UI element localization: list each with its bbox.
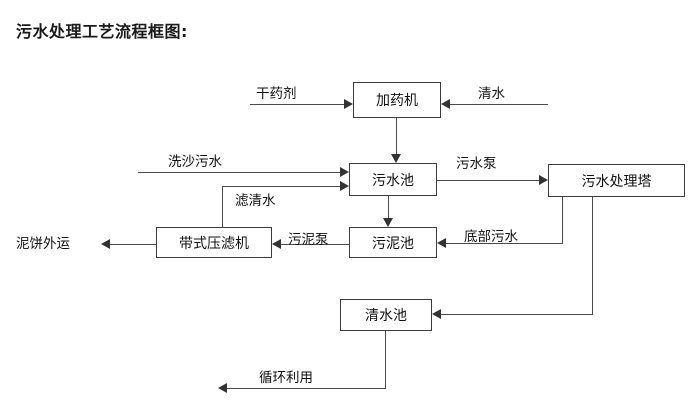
node-treatment-tower[interactable]: 污水处理塔 xyxy=(548,164,685,197)
node-dosing-machine[interactable]: 加药机 xyxy=(353,82,441,118)
edge-filtrate-arrowhead xyxy=(340,181,349,191)
edge-tower-to-clean-arrowhead xyxy=(432,309,441,319)
label-filtrate-water: 滤清水 xyxy=(235,193,276,209)
edge-clean-water-arrowhead xyxy=(441,99,450,109)
edge-sand-wash-arrowhead xyxy=(340,167,349,177)
edge-sewage-to-sludge-line xyxy=(388,196,389,219)
edge-recycle-arrowhead xyxy=(218,383,227,393)
label-sand-wash-sewage: 洗沙污水 xyxy=(168,154,222,170)
edge-sewage-pump-line xyxy=(437,180,539,181)
node-sludge-pool[interactable]: 污泥池 xyxy=(349,227,437,258)
edge-sand-wash-line xyxy=(138,172,340,173)
edge-filtrate-line xyxy=(222,186,340,187)
edge-tower-to-clean-line xyxy=(441,314,593,315)
edge-dry-agent-line xyxy=(250,104,344,105)
edge-dosing-to-sewage-line xyxy=(396,118,397,155)
edge-dry-agent-arrowhead xyxy=(344,99,353,109)
edge-bottom-sewage-riser xyxy=(562,197,563,244)
edge-recycle-line xyxy=(227,388,386,389)
node-belt-filter-press[interactable]: 带式压滤机 xyxy=(156,227,272,258)
label-sludge-pump: 污泥泵 xyxy=(288,232,329,248)
edge-dosing-to-sewage-arrowhead xyxy=(391,154,401,163)
edge-mud-cake-line xyxy=(110,244,156,245)
label-recycle-use: 循环利用 xyxy=(259,370,313,386)
edge-mud-cake-arrowhead xyxy=(101,239,110,249)
node-clean-water-pool[interactable]: 清水池 xyxy=(340,299,432,331)
label-mud-cake-out: 泥饼外运 xyxy=(16,236,70,252)
edge-recycle-drop xyxy=(385,331,386,388)
label-bottom-sewage: 底部污水 xyxy=(464,229,518,245)
label-dry-agent: 干药剂 xyxy=(256,86,297,102)
label-clean-water-in: 清水 xyxy=(478,86,505,102)
edge-clean-water-line xyxy=(450,104,548,105)
node-sewage-pool[interactable]: 污水池 xyxy=(349,163,437,196)
edge-tower-to-clean-riser xyxy=(592,197,593,315)
edge-sewage-pump-arrowhead xyxy=(539,175,548,185)
edge-filtrate-riser xyxy=(222,186,223,227)
edge-sludge-pump-line xyxy=(281,244,349,245)
edge-bottom-sewage-arrowhead xyxy=(437,238,446,248)
edge-bottom-sewage-line xyxy=(446,243,563,244)
page-title: 污水处理工艺流程框图: xyxy=(16,22,188,41)
label-sewage-pump: 污水泵 xyxy=(456,156,497,172)
edge-sludge-pump-arrowhead xyxy=(272,239,281,249)
edge-sewage-to-sludge-arrowhead xyxy=(383,218,393,227)
